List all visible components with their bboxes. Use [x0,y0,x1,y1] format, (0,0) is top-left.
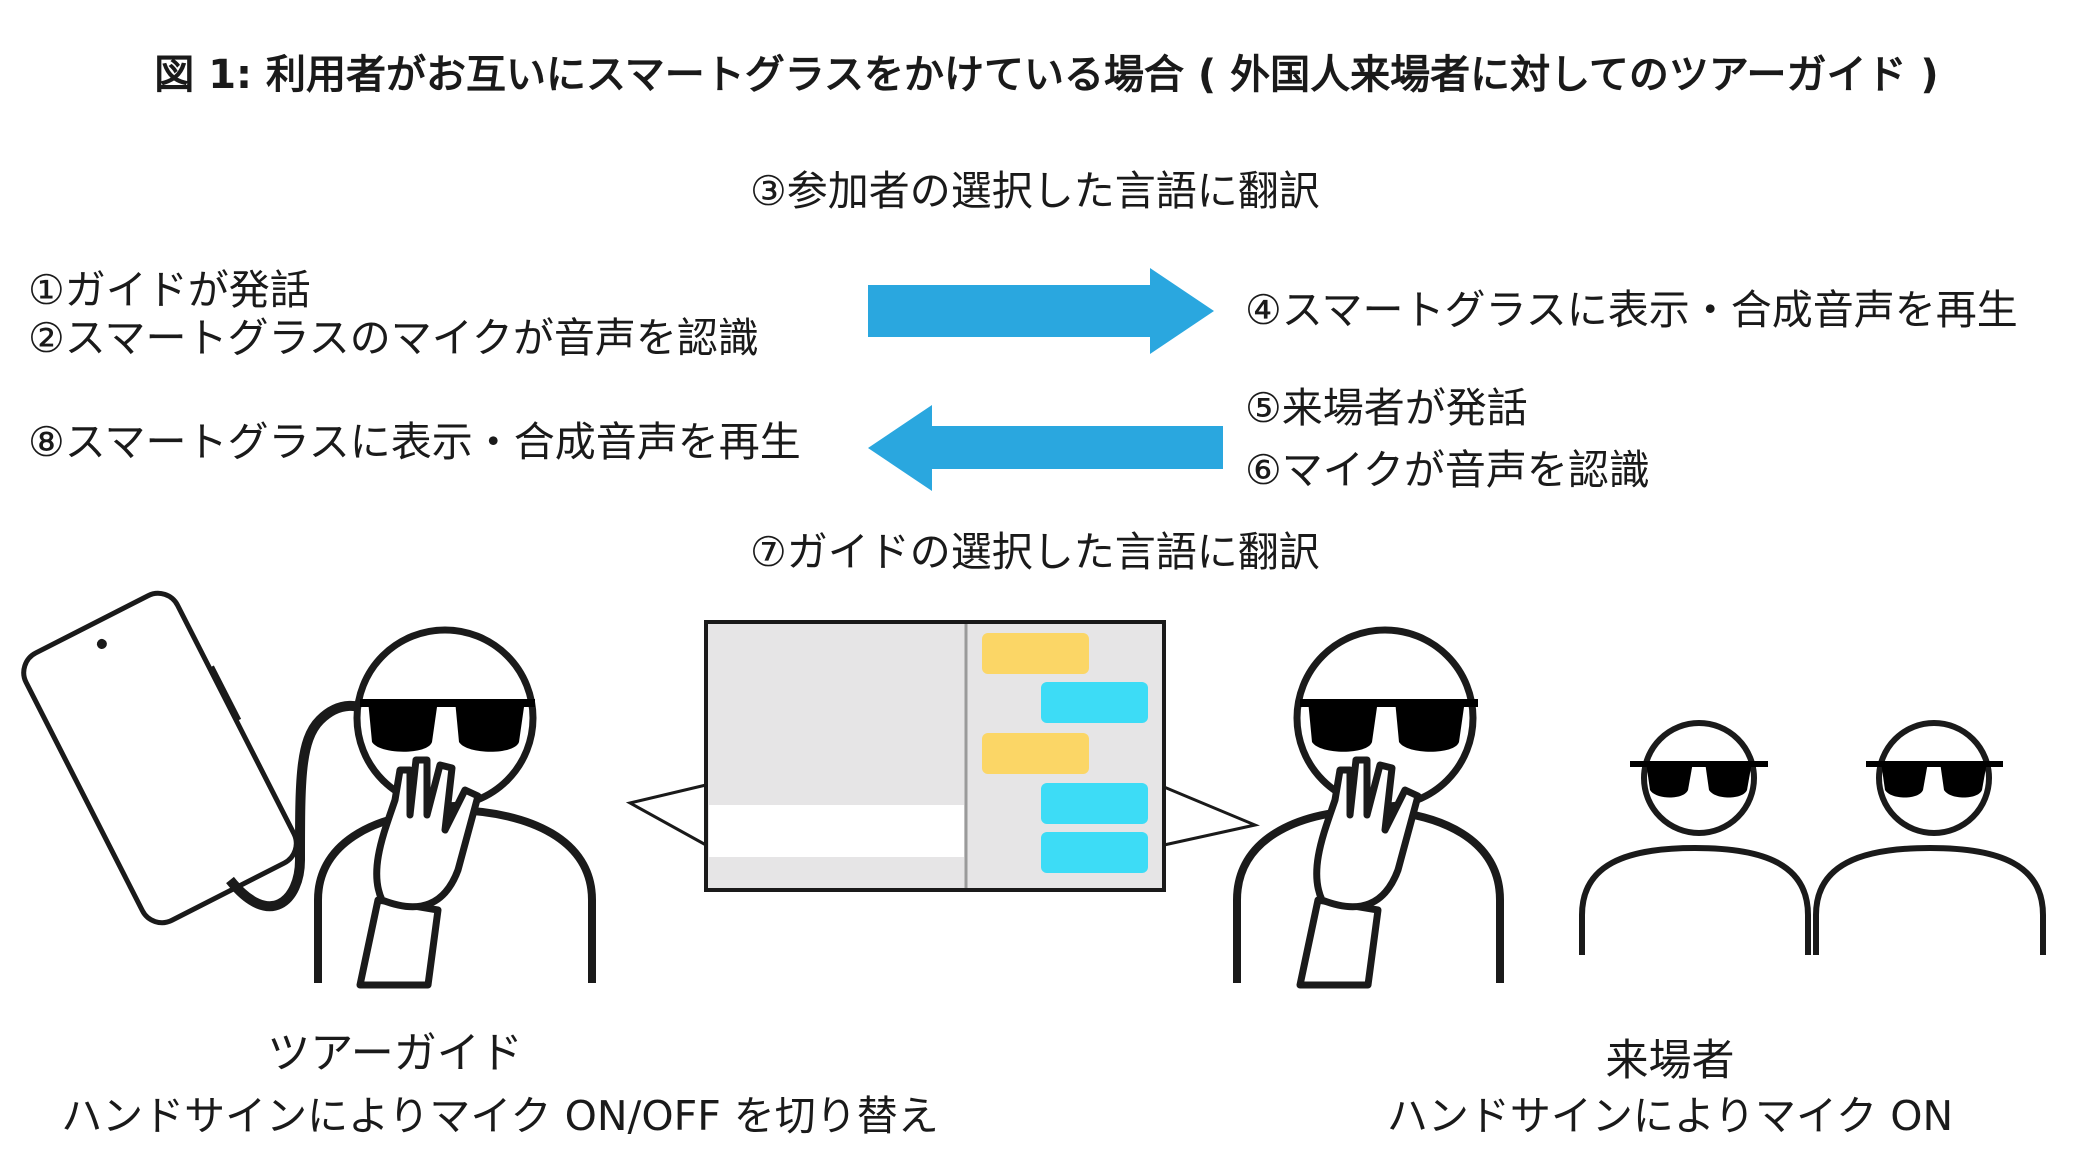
chat-bubble-guide [982,633,1089,674]
chat-bubble-guide [982,733,1089,774]
visitor-figure [1579,720,1811,955]
tablet-screen [704,620,1166,892]
chat-bubble-visitor [1041,783,1148,824]
step-5-visitor-speaks: ⑤来場者が発話 [1245,384,1528,432]
hand-sign-icon [1296,756,1422,989]
arrow-left [868,405,1223,491]
view-cone-left [625,783,707,847]
chat-bubble-visitor [1041,832,1148,873]
step-7-translate-to-guide-language: ⑦ガイドの選択した言語に翻訳 [750,528,1320,576]
step-3-translate-to-visitor-language: ③参加者の選択した言語に翻訳 [750,167,1320,215]
sunglasses-icon [1630,761,1768,798]
step-2-mic-recognizes-speech: ②スマートグラスのマイクが音声を認識 [28,314,759,362]
smartphone [21,590,299,926]
arrow-right [868,268,1214,354]
sunglasses-icon [1300,699,1478,752]
visitor-label: 来場者 [1605,1036,1735,1086]
hand-sign-icon [356,756,482,989]
chat-bubble-visitor [1041,682,1148,723]
sunglasses-icon [1866,761,2003,798]
guide-label: ツアーガイド [267,1029,523,1079]
visitor-note: ハンドサインによりマイク ON [1386,1092,1954,1140]
step-1-guide-speaks: ①ガイドが発話 [28,266,311,314]
step-6-mic-recognizes-speech: ⑥マイクが音声を認識 [1245,446,1650,494]
step-8-display-and-play-on-glasses: ⑧スマートグラスに表示・合成音声を再生 [28,418,801,466]
cable [226,700,378,912]
guide-note: ハンドサインによりマイク ON/OFF を切り替え [61,1092,939,1140]
visitor-figure [1813,720,2046,955]
step-4-display-and-play-on-glasses: ④スマートグラスに表示・合成音声を再生 [1245,286,2018,334]
view-cone-right [1163,785,1260,847]
figure-title: 図 1: 利用者がお互いにスマートグラスをかけている場合 ( 外国人来場者に対し… [154,52,1939,98]
sunglasses-icon [360,699,535,752]
